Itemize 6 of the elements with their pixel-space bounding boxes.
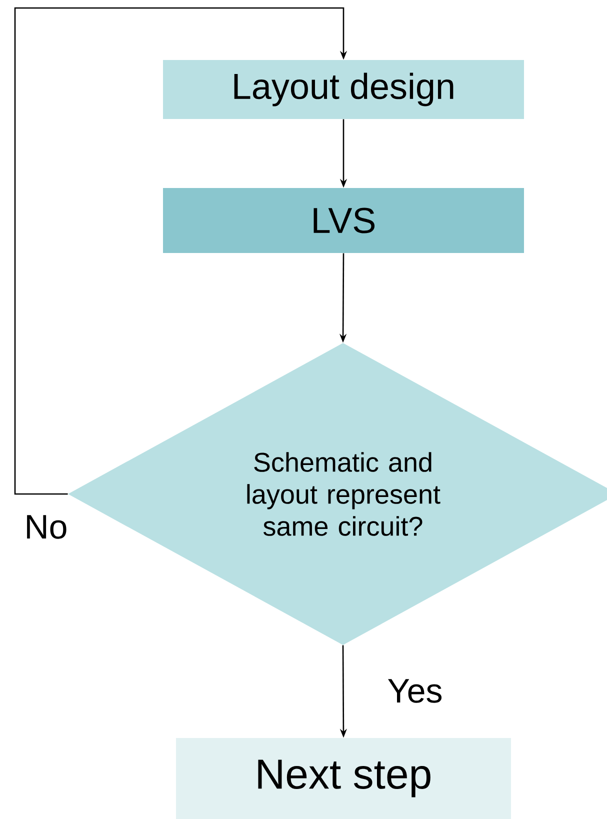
process-box: Layout design [163,60,524,119]
arrow [14,7,348,495]
edge-label: No [23,514,69,540]
process-box: Next step [176,738,511,819]
process-box: LVS [163,188,524,253]
edge-label: Yes [386,678,444,704]
